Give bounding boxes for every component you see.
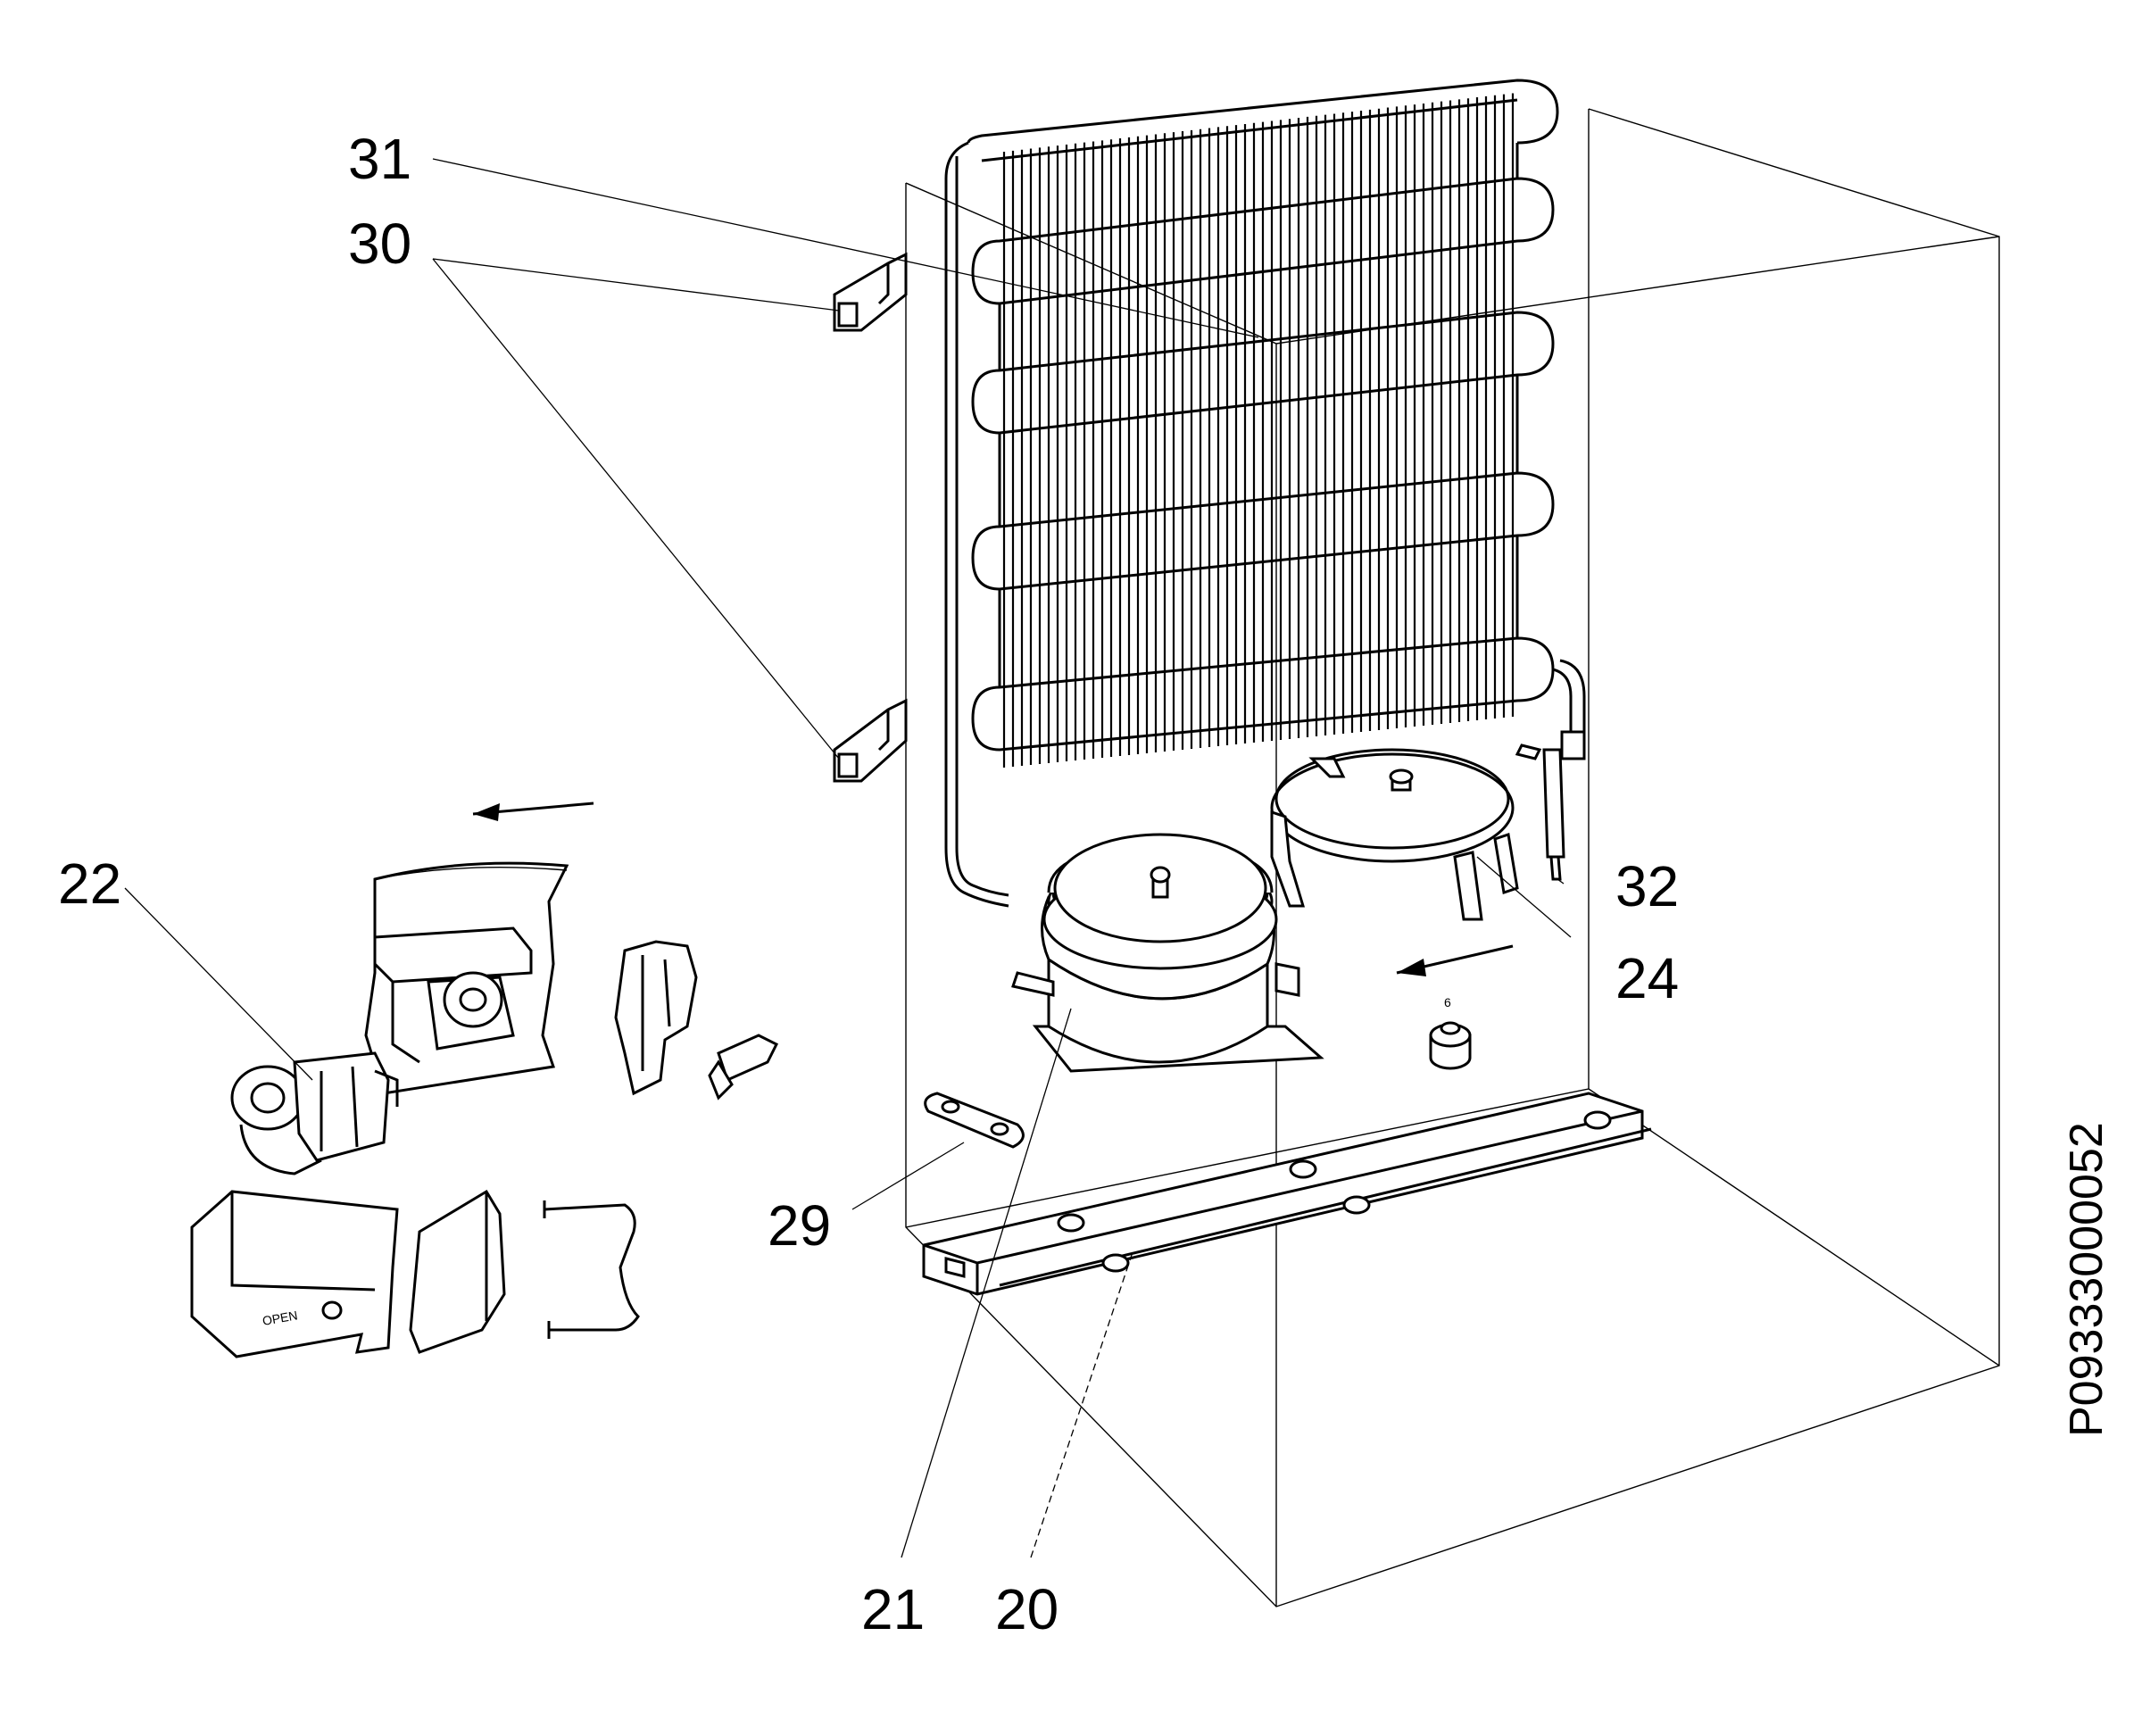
cover-left [190,1190,399,1358]
arrow-left [472,802,594,821]
connector-plug [708,1034,779,1101]
callout-32: 32 [1615,854,1679,918]
callout-20: 20 [995,1577,1059,1641]
filter-drier [1515,730,1586,881]
compressor [1011,833,1324,1073]
drawing-id: P09333000052 [2061,1122,2113,1437]
starter-relay [230,1051,399,1175]
callout-21: 21 [861,1577,925,1641]
cover-middle [409,1189,506,1354]
arrow-right-area [1396,944,1514,976]
base-rail [922,1092,1652,1296]
relay-cutaway [364,861,569,1095]
callout-29: 29 [768,1193,831,1258]
callout-30: 30 [348,212,411,276]
condenser-coil [944,79,1586,908]
part-mark: 6 [1444,995,1451,1009]
thermostat-bracket [614,940,698,1096]
bracket-lower [833,698,908,783]
callout-24: 24 [1615,946,1679,1010]
callout-22: 22 [58,851,121,916]
condenser-fins [1002,93,1515,768]
clamp-ring [1270,748,1519,921]
rubber-grommet [1429,1021,1472,1070]
cabinet-outline [905,108,2000,1607]
leader-lines [124,158,1572,1558]
cover-label: OPEN [262,1308,299,1328]
mounting-plate [924,1092,1025,1149]
spring-clip [543,1200,640,1339]
bracket-upper [833,252,908,332]
callout-31: 31 [348,127,411,191]
